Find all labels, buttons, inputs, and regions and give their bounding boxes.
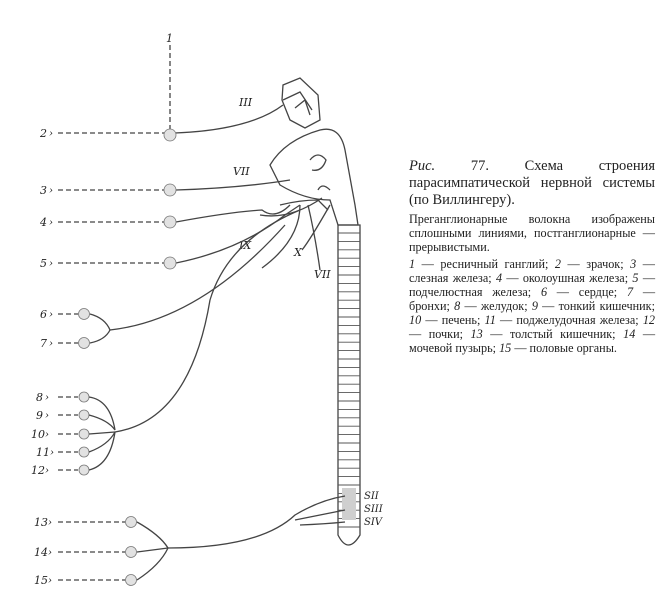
legend-item: 6 — сердце; (541, 285, 627, 299)
organ-label-13: 13 (34, 516, 48, 529)
pathway-1-2 (58, 45, 283, 141)
nerve-label-x: X (293, 246, 303, 259)
legend-text: — поджелудочная железа; (496, 313, 643, 327)
pathway-3 (58, 180, 290, 196)
legend-number: 11 (485, 313, 496, 327)
legend-item: 1 — ресничный ганглий; (409, 257, 555, 271)
sacral-label-s4: SIV (364, 517, 384, 528)
legend-text: — почки; (409, 327, 471, 341)
organ-label-3: 3 (40, 184, 47, 197)
caption-title: Рис. 77. Схема строения парасимпатическо… (409, 158, 655, 209)
organ-arrow-icon: › (45, 466, 49, 477)
organ-label-14: 14 (34, 546, 48, 559)
pathway-13-15 (58, 496, 345, 586)
organ-arrow-icon: › (45, 430, 49, 441)
organ-label-10: 10 (31, 428, 45, 441)
organ-arrow-icon: › (49, 310, 53, 321)
caption-legend: 1 — ресничный ганглий; 2 — зрачок; 3 — с… (409, 257, 655, 355)
legend-text: — тонкий кишечник; (538, 299, 655, 313)
nerve-label-ix: IX (238, 239, 252, 252)
legend-text: — желудок; (460, 299, 532, 313)
sacral-label-s3: SIII (364, 504, 384, 515)
organ-arrow-icon: › (48, 548, 52, 559)
organ-label-12: 12 (31, 464, 45, 477)
organ-label-2: 2 (39, 127, 47, 140)
legend-item: 8 — желудок; (454, 299, 532, 313)
legend-item: 15 — половые органы. (499, 341, 617, 355)
legend-number: 10 (409, 313, 421, 327)
organ-arrow-icon: › (45, 411, 49, 422)
organ-arrow-icon: › (49, 186, 53, 197)
organ-label-9: 9 (36, 409, 43, 422)
legend-text: — толстый кишечник; (483, 327, 623, 341)
legend-text: — околоушная железа; (502, 271, 632, 285)
organ-label-11: 11 (36, 446, 50, 459)
legend-item: 2 — зрачок; (555, 257, 630, 271)
caption-subtitle: Преганглионарные волокна изображены спло… (409, 212, 655, 254)
legend-item: 13 — толстый кишечник; (471, 327, 624, 341)
caption-number: 77. (471, 158, 489, 174)
organ-label-7: 7 (40, 337, 47, 350)
pathway-5 (58, 205, 300, 269)
organ-arrow-icon: › (49, 218, 53, 229)
legend-text: — ресничный ганглий; (415, 257, 555, 271)
caption-prefix: Рис. (409, 158, 435, 174)
organ-label-8: 8 (36, 391, 43, 404)
nerve-label-vii-bottom: VII (314, 268, 331, 281)
organ-arrow-icon: › (45, 393, 49, 404)
sacral-label-s2: SII (364, 491, 380, 502)
legend-number: 14 (623, 327, 635, 341)
organ-label-5: 5 (40, 257, 47, 270)
organ-label-15: 15 (34, 574, 48, 587)
organ-label-4: 4 (39, 216, 47, 229)
organ-arrow-icon: › (48, 576, 52, 587)
legend-text: — печень; (421, 313, 484, 327)
organ-arrow-icon: › (49, 339, 53, 350)
organ-arrow-icon: › (49, 259, 53, 270)
organ-arrow-icon: › (49, 129, 53, 140)
legend-text: — зрачок; (561, 257, 630, 271)
organ-label-1: 1 (166, 32, 173, 45)
figure-caption: Рис. 77. Схема строения парасимпатическо… (409, 158, 655, 355)
legend-item: 10 — печень; (409, 313, 485, 327)
nerve-label-vii-top: VII (233, 165, 250, 178)
legend-text: — половые органы. (511, 341, 617, 355)
legend-number: 13 (471, 327, 483, 341)
legend-item: 9 — тонкий кишечник; (532, 299, 655, 313)
legend-number: 15 (499, 341, 511, 355)
organ-label-6: 6 (40, 308, 47, 321)
caption-title-text: Схема строения парасимпатической нервной… (409, 158, 655, 208)
organ-arrow-icon: › (48, 518, 52, 529)
nerve-label-iii: III (238, 96, 253, 109)
pathway-4 (58, 205, 290, 228)
legend-text: — сердце; (547, 285, 627, 299)
organ-arrow-icon: › (50, 448, 54, 459)
legend-item: 11 — поджелудочная железа; (485, 313, 643, 327)
legend-item: 4 — околоушная железа; (496, 271, 632, 285)
legend-number: 12 (643, 313, 655, 327)
